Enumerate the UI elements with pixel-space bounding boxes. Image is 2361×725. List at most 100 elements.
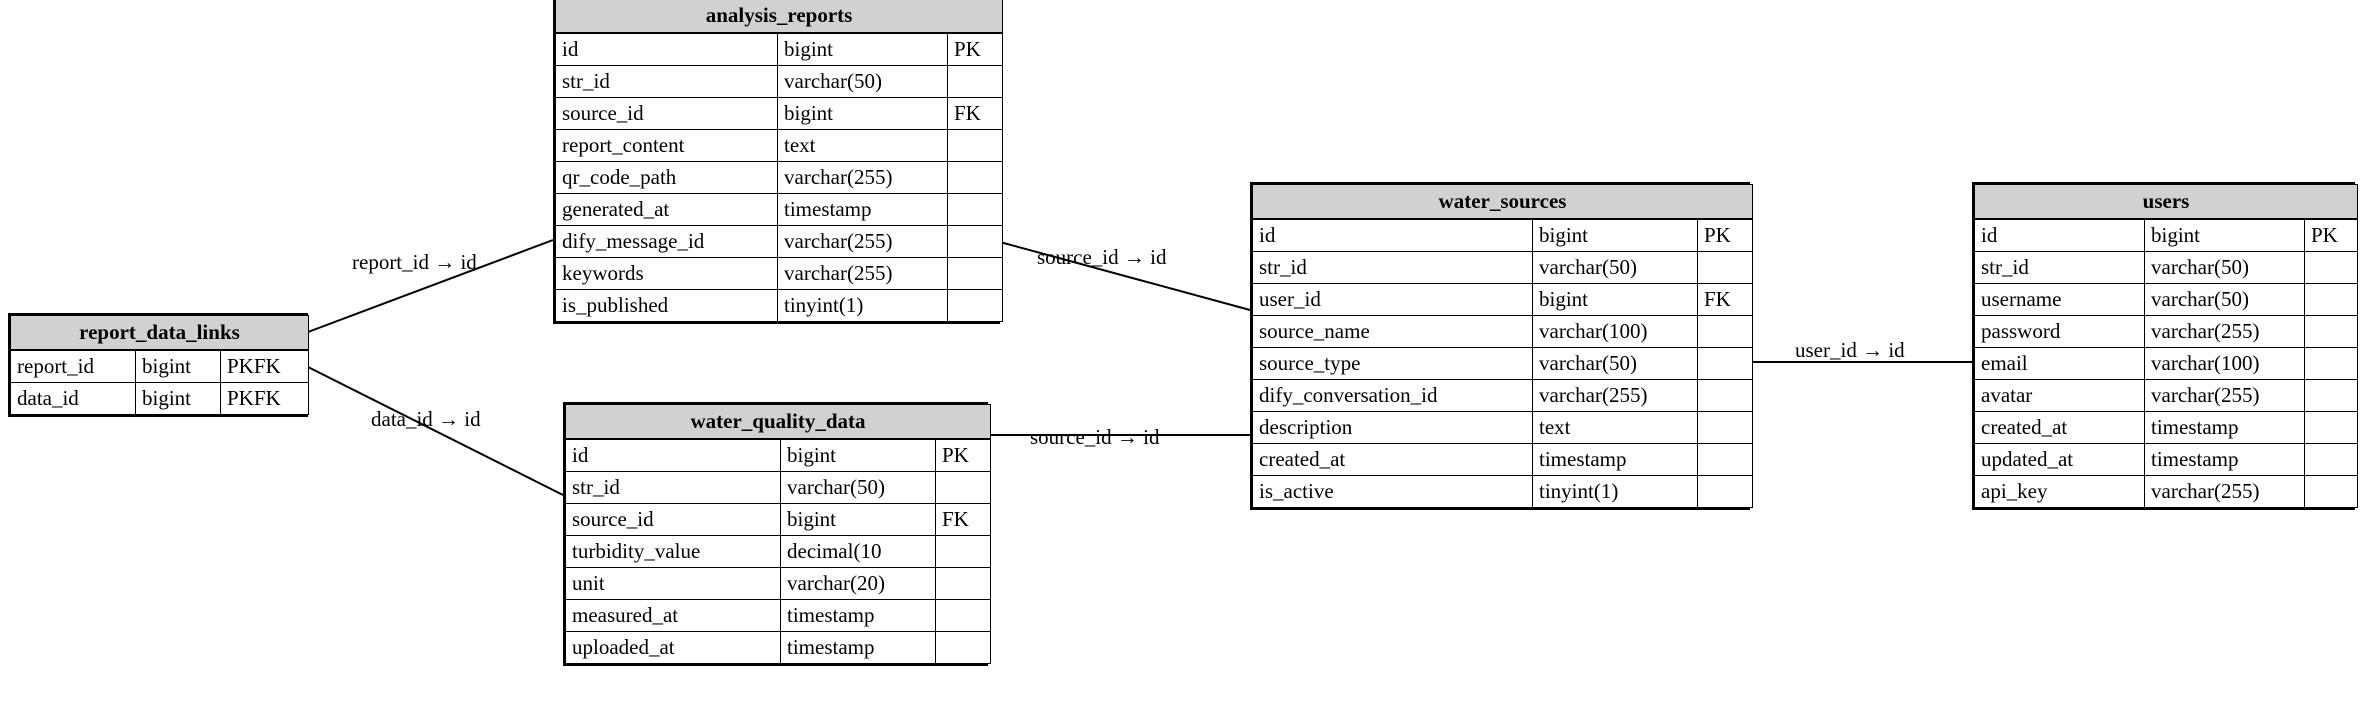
- column-key-badge: [2303, 347, 2359, 381]
- column-type: varchar(255): [777, 225, 948, 259]
- column-name: unit: [565, 567, 781, 601]
- column-name: id: [1252, 218, 1533, 253]
- column-name: qr_code_path: [555, 161, 778, 195]
- column-name: id: [555, 32, 778, 67]
- column-type: timestamp: [780, 631, 936, 665]
- relationship-label-rel-report-id: report_id → id: [352, 250, 477, 274]
- entity-title-water_sources: water_sources: [1252, 184, 1753, 221]
- column-name: generated_at: [555, 193, 778, 227]
- column-name: str_id: [1252, 251, 1533, 285]
- column-type: varchar(20): [780, 567, 936, 601]
- column-key-badge: PK: [1697, 218, 1753, 253]
- column-name: is_active: [1252, 475, 1533, 509]
- column-type: decimal(10: [780, 535, 936, 569]
- column-type: bigint: [780, 503, 936, 537]
- column-name: created_at: [1252, 443, 1533, 477]
- column-key-badge: [1697, 347, 1753, 381]
- column-key-badge: [947, 193, 1003, 227]
- column-key-badge: [1697, 379, 1753, 413]
- column-type: varchar(100): [2144, 347, 2305, 381]
- column-type: timestamp: [1532, 443, 1698, 477]
- column-type: varchar(255): [2144, 315, 2305, 349]
- column-name: password: [1974, 315, 2145, 349]
- column-type: bigint: [2144, 218, 2305, 253]
- column-type: varchar(255): [2144, 475, 2305, 509]
- column-type: varchar(100): [1532, 315, 1698, 349]
- column-key-badge: PKFK: [220, 382, 309, 416]
- entity-title-analysis_reports: analysis_reports: [555, 0, 1003, 35]
- column-type: varchar(255): [1532, 379, 1698, 413]
- column-type: varchar(50): [777, 65, 948, 99]
- column-name: api_key: [1974, 475, 2145, 509]
- column-type: varchar(50): [1532, 347, 1698, 381]
- column-key-badge: [947, 225, 1003, 259]
- column-type: timestamp: [2144, 411, 2305, 445]
- column-name: uploaded_at: [565, 631, 781, 665]
- relationship-label-rel-source-id-quality: source_id → id: [1030, 425, 1160, 449]
- column-type: varchar(255): [777, 161, 948, 195]
- column-type: timestamp: [780, 599, 936, 633]
- column-name: measured_at: [565, 599, 781, 633]
- column-type: bigint: [1532, 218, 1698, 253]
- column-name: report_content: [555, 129, 778, 163]
- column-key-badge: [1697, 251, 1753, 285]
- column-type: bigint: [135, 349, 221, 384]
- column-key-badge: FK: [947, 97, 1003, 131]
- relationship-label-rel-source-id-reports: source_id → id: [1037, 245, 1167, 269]
- column-name: dify_message_id: [555, 225, 778, 259]
- column-name: id: [565, 438, 781, 473]
- column-type: tinyint(1): [777, 289, 948, 323]
- column-name: email: [1974, 347, 2145, 381]
- column-key-badge: [1697, 443, 1753, 477]
- column-key-badge: [934, 535, 992, 569]
- column-key-badge: [947, 161, 1003, 195]
- column-name: str_id: [555, 65, 778, 99]
- column-key-badge: PKFK: [220, 349, 309, 384]
- column-key-badge: [934, 631, 992, 665]
- column-name: avatar: [1974, 379, 2145, 413]
